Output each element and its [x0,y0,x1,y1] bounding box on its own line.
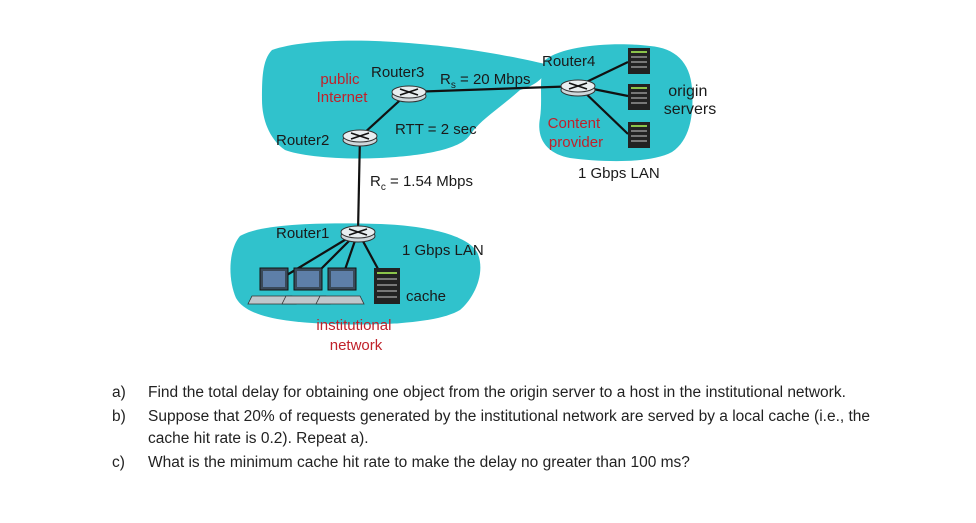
rc-value: = 1.54 Mbps [386,173,473,190]
content-provider-cloud [539,44,693,162]
institutional-network-line1: institutional [316,317,391,334]
origin-servers-label: origin servers [664,83,716,118]
router4-icon [560,79,596,97]
question-text: Find the total delay for obtaining one o… [148,384,846,401]
rtt-label: RTT = 2 sec [395,121,477,138]
link-router2-router1-rc [356,134,362,233]
router4-label: Router4 [542,53,595,70]
origin-servers-line1: origin [668,83,707,100]
content-provider-line2: provider [549,134,603,151]
router1-label: Router1 [276,225,329,242]
host-computer-icon [315,267,365,305]
rs-value: = 20 Mbps [456,71,531,88]
link-router3-router4-rs [408,84,581,94]
question-item: a) Find the total delay for obtaining on… [112,382,912,404]
question-label: b) [112,408,126,425]
router1-icon [340,225,376,243]
question-text: What is the minimum cache hit rate to ma… [148,454,690,471]
rs-symbol: R [440,71,451,88]
public-internet-line1: public [320,71,360,88]
router3-icon [391,85,427,103]
router2-label: Router2 [276,132,329,149]
router3-label: Router3 [371,64,424,81]
institutional-lan-label: 1 Gbps LAN [402,242,484,259]
rs-link-label: Rs = 20 Mbps [440,71,530,91]
question-label: a) [112,384,126,401]
host-computer-icon [247,267,297,305]
institutional-network-label: institutional network [316,317,395,354]
question-list: a) Find the total delay for obtaining on… [112,382,912,476]
question-item: c) What is the minimum cache hit rate to… [112,452,912,474]
public-internet-label: public Internet [317,71,369,106]
question-item: b) Suppose that 20% of requests generate… [112,406,912,450]
content-provider-line1: Content [548,115,601,132]
rc-link-label: Rc = 1.54 Mbps [370,173,473,193]
provider-lan-label: 1 Gbps LAN [578,165,660,182]
content-provider-label: Content provider [548,115,605,151]
origin-server-icon [628,48,650,74]
cache-label: cache [406,288,446,305]
origin-servers-line2: servers [664,101,716,118]
public-internet-line2: Internet [317,89,369,106]
institutional-network-line2: network [330,337,383,354]
origin-server-icon [628,84,650,110]
cache-server-icon [374,268,400,304]
rc-symbol: R [370,173,381,190]
origin-server-icon [628,122,650,148]
rc-subscript: c [381,182,386,193]
question-label: c) [112,454,125,471]
rs-subscript: s [451,80,456,91]
router2-icon [342,129,378,147]
question-text: Suppose that 20% of requests generated b… [148,408,871,447]
